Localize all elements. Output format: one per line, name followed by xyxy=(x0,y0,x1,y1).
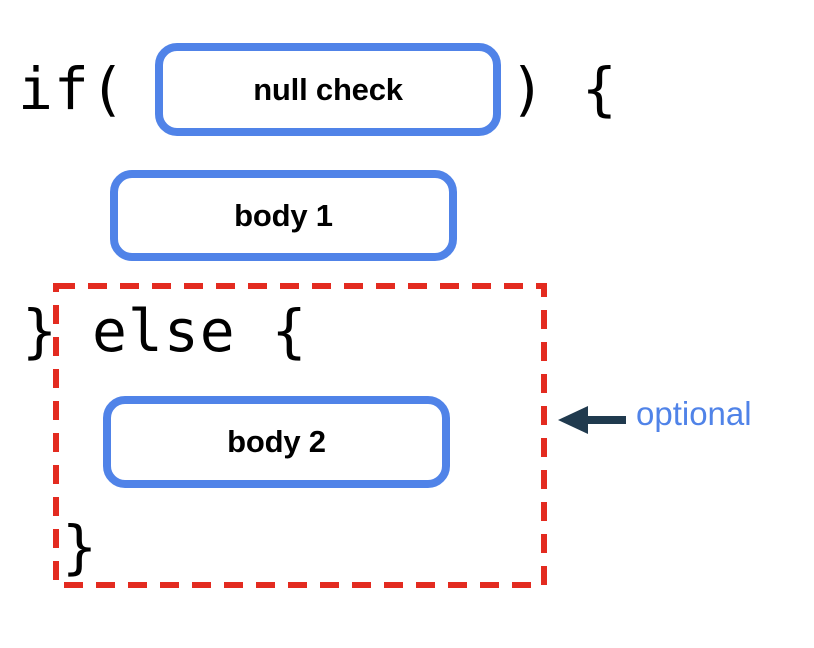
node-null-check[interactable]: null check xyxy=(155,43,501,136)
optional-annotation-label: optional xyxy=(636,395,752,432)
code-if-open: if( xyxy=(18,55,126,123)
node-body-1-label: body 1 xyxy=(234,197,333,233)
code-if-close: ) { xyxy=(510,55,618,123)
node-body-2-label: body 2 xyxy=(227,424,326,459)
node-body-1[interactable]: body 1 xyxy=(110,170,457,261)
arrow-left-icon xyxy=(558,404,626,436)
code-close-brace-else: } xyxy=(62,513,98,581)
code-close-brace-if: } xyxy=(22,297,58,365)
code-else-keyword: else { xyxy=(92,297,308,365)
node-null-check-label: null check xyxy=(253,71,403,107)
node-body-2[interactable]: body 2 xyxy=(103,396,450,488)
